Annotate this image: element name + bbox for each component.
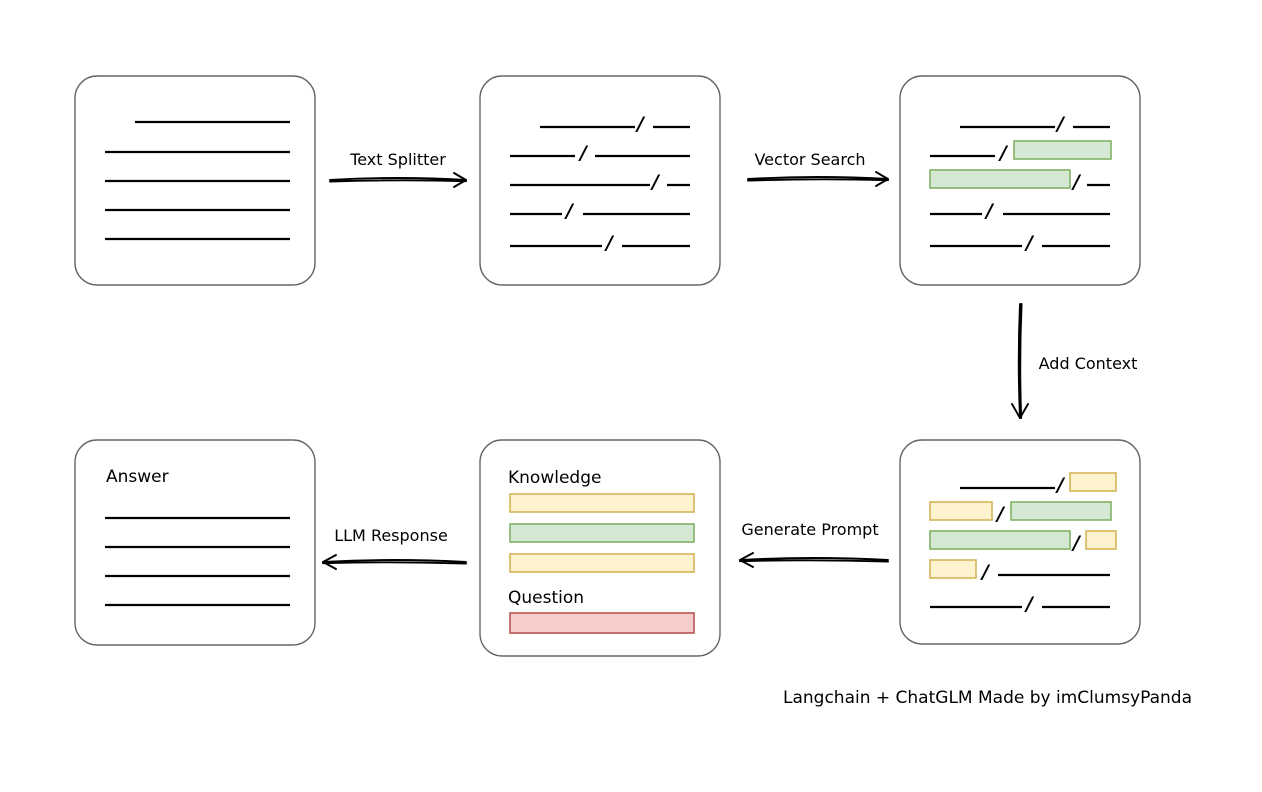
prompt-box-question-label: Question xyxy=(508,588,584,608)
context-added-box-row5-seg2-slash-separator: / xyxy=(1024,593,1035,615)
context-added-box-row4-seg2-slash-separator: / xyxy=(980,561,991,583)
context-added-box-row2-seg2-slash-separator: / xyxy=(995,503,1006,525)
vector-search-result-box-row3-seg1-green-chip[interactable] xyxy=(929,169,1071,189)
edge-text-splitter-arrowhead-icon xyxy=(453,172,467,188)
vector-search-result-box: / / / / / xyxy=(899,75,1141,286)
context-added-box-row3-seg2-slash-separator: / xyxy=(1071,532,1082,554)
prompt-box-yellow-bar-1[interactable] xyxy=(509,493,695,513)
context-added-box-row4-seg1-yellow-chip[interactable] xyxy=(929,559,977,579)
vector-search-result-box-row3-seg2-slash-separator: / xyxy=(1071,171,1082,193)
vector-search-result-box-row1-seg2-slash-separator: / xyxy=(1055,113,1066,135)
edge-llm-response[interactable]: LLM Response xyxy=(322,526,467,570)
edge-add-context-arrowhead-icon xyxy=(1011,403,1029,419)
context-added-box-row2-seg3-green-chip[interactable] xyxy=(1010,501,1112,521)
split-chunks-box-row5-seg2-slash-separator: / xyxy=(604,232,615,254)
vector-search-result-box-row5-seg2-slash-separator: / xyxy=(1024,232,1035,254)
context-added-box-row3-seg3-yellow-chip[interactable] xyxy=(1085,530,1117,550)
edge-text-splitter[interactable]: Text Splitter xyxy=(329,150,467,188)
answer-box-frame[interactable] xyxy=(74,439,316,646)
vector-search-result-box-row2-seg3-green-chip[interactable] xyxy=(1013,140,1112,160)
prompt-box-knowledge-label: Knowledge xyxy=(508,468,601,488)
edge-add-context-line xyxy=(1017,303,1023,419)
edge-generate-prompt[interactable]: Generate Prompt xyxy=(739,520,889,568)
edge-llm-response-arrowhead-icon xyxy=(322,554,337,570)
prompt-box-green-bar-2[interactable] xyxy=(509,523,695,543)
context-added-box-row1-seg3-yellow-chip[interactable] xyxy=(1069,472,1117,492)
prompt-box-yellow-bar-3[interactable] xyxy=(509,553,695,573)
edge-generate-prompt-line xyxy=(739,557,889,563)
edge-text-splitter-label: Text Splitter xyxy=(349,150,446,169)
edge-vector-search-arrowhead-icon xyxy=(875,171,889,187)
edge-vector-search-label: Vector Search xyxy=(754,150,865,169)
edge-llm-response-line xyxy=(322,559,467,565)
split-chunks-box-frame[interactable] xyxy=(479,75,721,286)
edge-text-splitter-line xyxy=(329,177,467,183)
split-chunks-box: / / / / / xyxy=(479,75,721,286)
edge-generate-prompt-label: Generate Prompt xyxy=(741,520,878,539)
answer-box-title: Answer xyxy=(106,467,169,487)
context-added-box-row1-seg2-slash-separator: / xyxy=(1055,474,1066,496)
prompt-box-red-bar-4[interactable] xyxy=(509,612,695,634)
vector-search-result-box-row4-seg2-slash-separator: / xyxy=(984,200,995,222)
split-chunks-box-row1-seg2-slash-separator: / xyxy=(635,113,646,135)
context-added-box-row3-seg1-green-chip[interactable] xyxy=(929,530,1071,550)
edge-vector-search-line xyxy=(747,176,889,182)
context-added-box-row2-seg1-yellow-chip[interactable] xyxy=(929,501,993,521)
answer-box: Answer xyxy=(74,439,316,646)
edge-add-context[interactable]: Add Context xyxy=(1011,303,1138,419)
context-added-box: / / / / / xyxy=(899,439,1141,645)
split-chunks-box-row2-seg2-slash-separator: / xyxy=(578,142,589,164)
edge-vector-search[interactable]: Vector Search xyxy=(747,150,889,187)
edge-generate-prompt-arrowhead-icon xyxy=(739,552,754,568)
source-document-box xyxy=(74,75,316,286)
edge-add-context-label: Add Context xyxy=(1039,354,1138,373)
diagram-caption: Langchain + ChatGLM Made by imClumsyPand… xyxy=(783,688,1192,708)
split-chunks-box-row3-seg2-slash-separator: / xyxy=(650,171,661,193)
edge-llm-response-label: LLM Response xyxy=(334,526,448,545)
split-chunks-box-row4-seg2-slash-separator: / xyxy=(564,200,575,222)
vector-search-result-box-row2-seg2-slash-separator: / xyxy=(998,142,1009,164)
